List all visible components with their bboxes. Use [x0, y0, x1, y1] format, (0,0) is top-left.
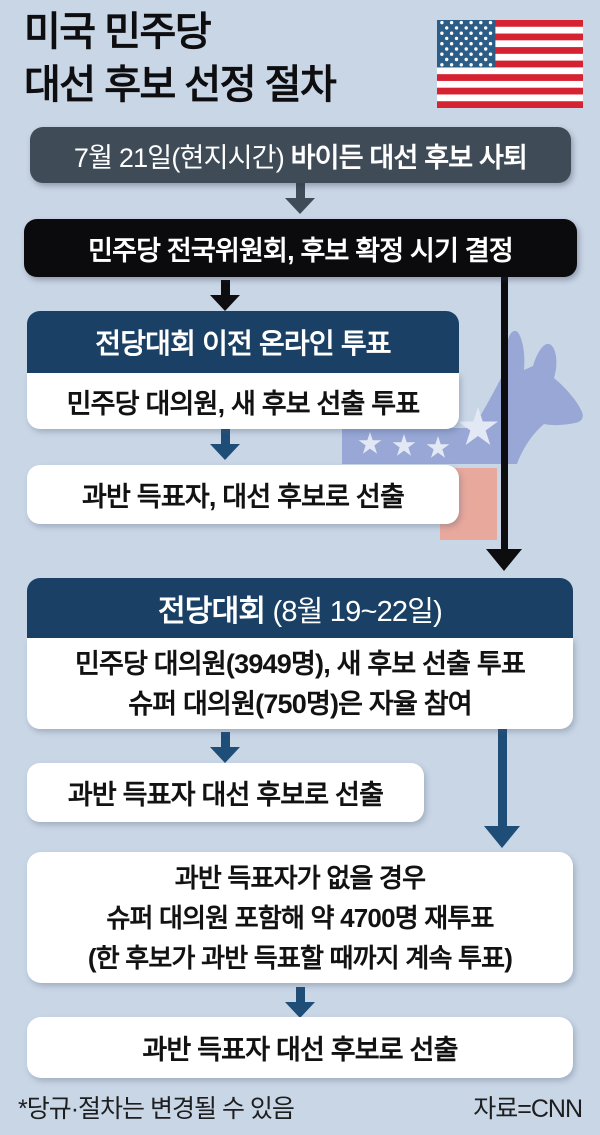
arrow-head-black [486, 549, 522, 571]
page-title-line1: 미국 민주당 [24, 10, 212, 54]
online-vote-title: 전당대회 이전 온라인 투표 [95, 328, 391, 359]
revote-line3: (한 후보가 과반 득표할 때까지 계속 투표) [87, 942, 513, 973]
convention-result-box: 과반 득표자 대선 후보로 선출 [27, 763, 424, 822]
revote-line2: 슈퍼 대의원 포함해 약 4700명 재투표 [106, 902, 494, 933]
arrow-down-icon [285, 183, 315, 214]
convention-body-line2: 슈퍼 대의원(750명)은 자율 참여 [128, 688, 472, 719]
online-vote-header: 전당대회 이전 온라인 투표 [27, 311, 459, 373]
convention-header: 전당대회 (8월 19~22일) [27, 578, 573, 638]
connector-line-black [501, 277, 508, 549]
step-dnc-text: 민주당 전국위원회, 후보 확정 시기 결정 [88, 235, 514, 266]
online-result-text: 과반 득표자, 대선 후보로 선출 [82, 482, 405, 512]
arrow-down-icon [285, 987, 315, 1018]
convention-result-text: 과반 득표자 대선 후보로 선출 [67, 780, 384, 810]
online-vote-body: 민주당 대의원, 새 후보 선출 투표 [27, 373, 459, 429]
arrow-head-navy [484, 826, 520, 848]
step-dnc-decision: 민주당 전국위원회, 후보 확정 시기 결정 [24, 219, 577, 277]
final-result-box: 과반 득표자 대선 후보로 선출 [27, 1017, 573, 1078]
final-result-text: 과반 득표자 대선 후보로 선출 [142, 1035, 458, 1065]
revote-line1: 과반 득표자가 없을 경우 [174, 862, 426, 893]
convention-title: 전당대회 [158, 595, 266, 628]
arrow-down-icon [210, 732, 240, 763]
connector-line-navy [498, 729, 507, 826]
step-resignation-event: 바이든 대선 후보 사퇴 [290, 142, 528, 173]
flag-stars [440, 20, 493, 67]
step-resignation-date: 7월 21일(현지시간) [73, 142, 291, 173]
arrow-down-icon [210, 280, 240, 311]
page-title: 미국 민주당 대선 후보 선정 절차 [24, 6, 337, 112]
us-flag-icon [437, 20, 583, 108]
online-result-box: 과반 득표자, 대선 후보로 선출 [27, 465, 459, 524]
page-title-line2: 대선 후보 선정 절차 [24, 63, 337, 107]
step-biden-resignation: 7월 21일(현지시간) 바이든 대선 후보 사퇴 [30, 127, 571, 183]
footer-source: 자료=CNN [473, 1095, 583, 1123]
arrow-down-icon [210, 429, 240, 460]
convention-body: 민주당 대의원(3949명), 새 후보 선출 투표 슈퍼 대의원(750명)은… [27, 638, 573, 729]
online-vote-body-text: 민주당 대의원, 새 후보 선출 투표 [66, 388, 421, 419]
revote-box: 과반 득표자가 없을 경우 슈퍼 대의원 포함해 약 4700명 재투표 (한 … [27, 852, 573, 983]
convention-title-date: (8월 19~22일) [265, 596, 442, 628]
convention-body-line1: 민주당 대의원(3949명), 새 후보 선출 투표 [74, 648, 526, 679]
footer-note: *당규·절차는 변경될 수 있음 [18, 1095, 295, 1123]
